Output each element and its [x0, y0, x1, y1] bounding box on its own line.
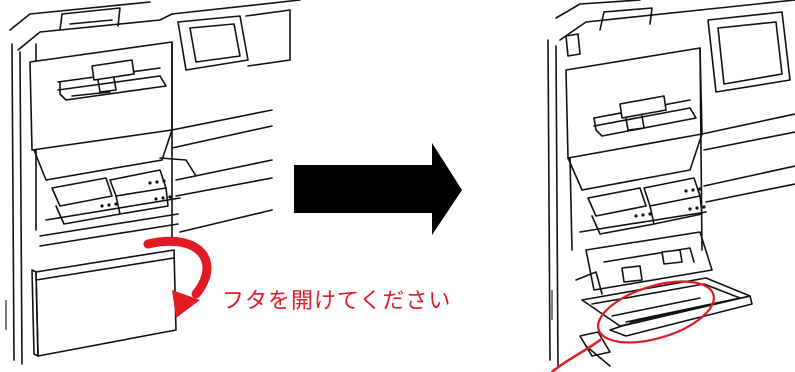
instruction-caption: フタを開けてください [222, 289, 452, 314]
highlight-ellipse [550, 280, 715, 372]
curved-arrow-icon [143, 236, 212, 318]
unit-closed-illustration [5, 0, 301, 365]
right-arrow-icon [294, 143, 462, 235]
unit-open-illustration [547, 0, 795, 372]
